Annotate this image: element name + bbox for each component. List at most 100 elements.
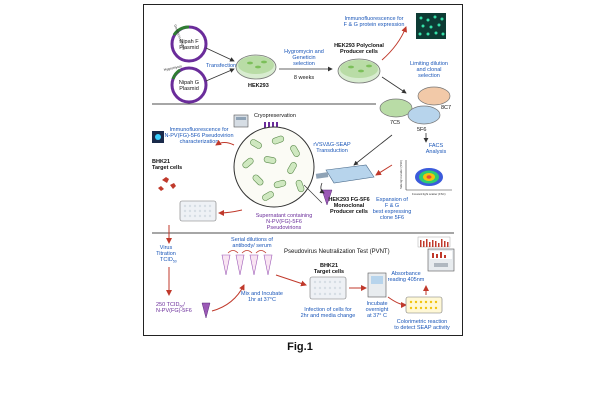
plasmid-f-icon bbox=[170, 25, 208, 63]
colorimetric-line-2: to detect SEAP activity bbox=[394, 325, 450, 331]
plasmid-f-label-1: Nipah F bbox=[179, 39, 199, 45]
clone-dishes-icon bbox=[379, 86, 451, 125]
supernatant-tube-icon bbox=[321, 189, 333, 206]
if-npv-cell bbox=[155, 134, 161, 140]
arrow-to-clones bbox=[381, 76, 407, 94]
facs-line-1: FACS bbox=[429, 143, 444, 149]
expansion-line-3: best expressing bbox=[373, 209, 412, 215]
plasmid-g-label-1: Nipah G bbox=[179, 80, 199, 86]
cryo-label: Cryopreservation bbox=[254, 113, 296, 119]
incubate-line-3: at 37° C bbox=[367, 313, 387, 319]
virus-plate-icon bbox=[179, 200, 217, 222]
arrow-mix-to-plate bbox=[275, 274, 307, 287]
infection-line-2: 2hr and media change bbox=[301, 313, 356, 319]
facs-xaxis: Forward light scatter (FSC) bbox=[412, 192, 446, 196]
clone-8c7: 8C7 bbox=[441, 105, 451, 111]
clone-5f6: 5F6 bbox=[417, 127, 426, 133]
plasmid-f-label-2: Plasmid bbox=[179, 45, 199, 51]
infection-line-1: Infection of cells for bbox=[304, 307, 352, 313]
cryovials-icon bbox=[264, 122, 278, 130]
colorimetric-line-1: Colorimetric reaction bbox=[397, 319, 447, 325]
colorimetric-plate-icon bbox=[405, 296, 443, 314]
bhk-line-1: BHK21 bbox=[152, 159, 170, 165]
arrow-to-plate bbox=[218, 209, 243, 216]
arrow-g-to-hek bbox=[205, 68, 235, 82]
limiting-line-3: selection bbox=[418, 73, 440, 79]
dilution-tubes-icon bbox=[221, 250, 273, 276]
plasmid-g-icon bbox=[170, 66, 208, 104]
bhk2-line-2: Target cells bbox=[314, 269, 344, 275]
plate-reader-icon bbox=[427, 248, 455, 272]
tcid-line-1: 250 TCID50/ bbox=[156, 302, 185, 309]
mix-line-2: 1hr at 37°C bbox=[248, 297, 276, 303]
absorbance-chart-icon bbox=[417, 236, 451, 248]
facs-yaxis: Side light scatter (SSC) bbox=[399, 160, 403, 189]
tcid-line-2: N-PV(FG)-5F6 bbox=[156, 308, 192, 314]
supernatant-line-1: Supernatant containing bbox=[256, 213, 313, 219]
freezer-icon bbox=[233, 114, 249, 128]
facs-line-2: Analysis bbox=[426, 149, 447, 155]
if-npv-line-3: characterization bbox=[180, 139, 219, 145]
plasmid-g-label-2: Plasmid bbox=[179, 86, 199, 92]
virus-line-1: Virus bbox=[160, 245, 173, 251]
if-npv-line-1: Immunofluorescence for bbox=[170, 127, 229, 133]
monoclonal-line-2: Monoclonal bbox=[334, 203, 365, 209]
flask-icon bbox=[315, 164, 375, 184]
zoom-line bbox=[303, 184, 323, 204]
arrow-tcid-to-mix bbox=[211, 284, 245, 312]
arrow-f-to-hek bbox=[205, 47, 235, 62]
hek293-dish-icon bbox=[235, 54, 277, 80]
arrow-clone-to-flask bbox=[353, 134, 393, 166]
figure-frame: Nipah F Plasmid Geneticin (G418) Nipah G… bbox=[143, 4, 463, 336]
serial-line-2: antibody/ serum bbox=[232, 243, 272, 249]
arrow-to-if-npv bbox=[215, 139, 235, 146]
transfection-label: Transfection bbox=[206, 63, 236, 69]
hygro-line-2: Geneticin bbox=[292, 55, 315, 61]
bhk2-line-1: BHK21 bbox=[320, 263, 338, 269]
bhk-line-2: Target cells bbox=[152, 165, 182, 171]
hygro-line-3: selection bbox=[293, 61, 315, 67]
plasmid-g-marker: Hygromycin bbox=[163, 64, 182, 72]
expansion-line-1: Expansion of bbox=[376, 197, 408, 203]
hygro-line-1: Hygromycin and bbox=[284, 49, 324, 55]
tcid-tube-icon bbox=[201, 302, 211, 319]
monoclonal-line-1: HEK293 FG-5F6 bbox=[328, 197, 369, 203]
weeks-label: 8 weeks bbox=[294, 75, 314, 81]
limiting-line-1: Limiting dilution bbox=[410, 61, 448, 67]
if-fg-line-2: F & G protein expression bbox=[344, 22, 405, 28]
hek293-label: HEK293 bbox=[248, 83, 269, 89]
facs-plot bbox=[405, 160, 452, 191]
pvnt-plate-icon bbox=[309, 276, 347, 300]
arrow-incubator-to-color bbox=[387, 296, 407, 308]
incubate-line-1: Incubate bbox=[366, 301, 387, 307]
bhk-cells-icon bbox=[158, 177, 176, 191]
arrow-facs-to-flask bbox=[375, 164, 393, 176]
if-npv-line-2: N-PV(FG)-5F6 Pseudovirion bbox=[164, 133, 233, 139]
polyclonal-line-1: HEK293 Polyclonal bbox=[334, 43, 384, 49]
rvsv-line-1: rVSVΔG-SEAP bbox=[313, 142, 351, 148]
incubate-line-2: overnight bbox=[366, 307, 389, 313]
pvnt-title: Pseudovirus Neutralization Test (PVNT) bbox=[284, 249, 390, 255]
if-fg-cells bbox=[418, 15, 445, 36]
absorbance-line-2: reading 405nm bbox=[388, 277, 425, 283]
mix-line-1: Mix and Incubate bbox=[241, 291, 283, 297]
incubator-icon bbox=[367, 272, 387, 298]
clone-7c5: 7C5 bbox=[390, 120, 400, 126]
supernatant-line-2: N-PV(FG)-5F6 bbox=[266, 219, 302, 225]
virus-line-3: TCID50 bbox=[160, 257, 177, 264]
figure-caption: Fig.1 bbox=[287, 341, 313, 353]
arrow-flask-to-tube bbox=[319, 182, 325, 194]
absorbance-line-1: Absorbance bbox=[391, 271, 420, 277]
monoclonal-line-3: Producer cells bbox=[330, 209, 368, 215]
expansion-line-4: clone 5F6 bbox=[380, 215, 404, 221]
rvsv-line-2: Transduction bbox=[316, 148, 348, 154]
supernatant-line-3: Pseudovirions bbox=[267, 225, 302, 231]
if-fg-line-1: Immunofluorescence for bbox=[345, 16, 404, 22]
polyclonal-dish-icon bbox=[337, 58, 381, 84]
pseudovirion-circle bbox=[233, 126, 315, 208]
limiting-line-2: and clonal bbox=[416, 67, 441, 73]
arrow-to-if-fg bbox=[381, 26, 407, 61]
polyclonal-line-2: Producer cells bbox=[340, 49, 378, 55]
virus-line-2: Titration bbox=[156, 251, 176, 257]
expansion-line-2: F & G bbox=[385, 203, 399, 209]
